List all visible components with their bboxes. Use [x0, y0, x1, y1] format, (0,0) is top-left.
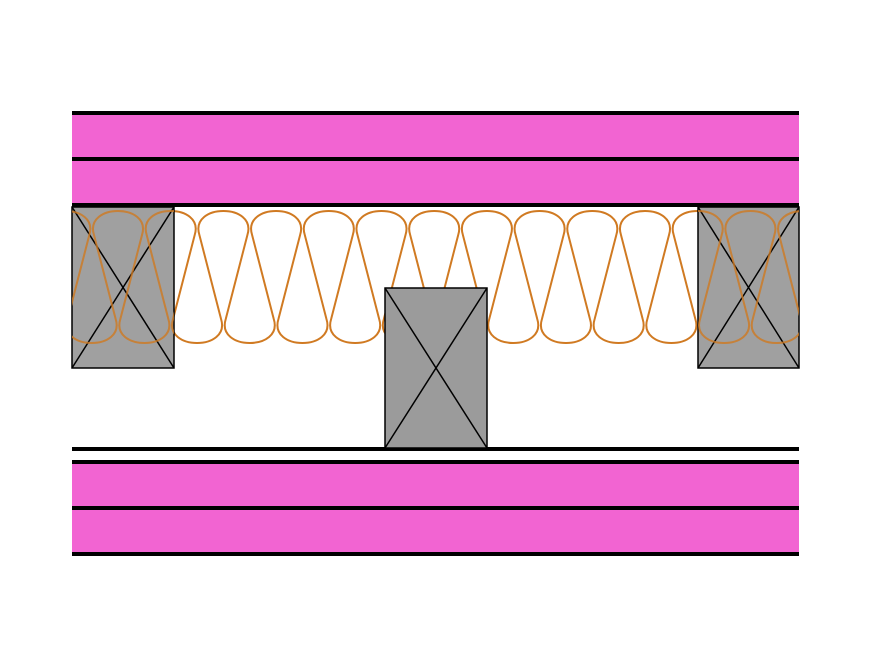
bottom-board-layer — [72, 462, 799, 508]
right-stud — [697, 206, 800, 369]
left-stud — [71, 206, 175, 369]
bottom-board-layer — [72, 508, 799, 554]
studs — [71, 206, 800, 449]
top-board-layer — [72, 159, 799, 205]
center-stud — [384, 287, 488, 449]
top-board-layer — [72, 113, 799, 159]
board-layers — [72, 111, 799, 556]
stud-cross-icon — [71, 206, 175, 369]
stud-cross-icon — [384, 287, 488, 449]
